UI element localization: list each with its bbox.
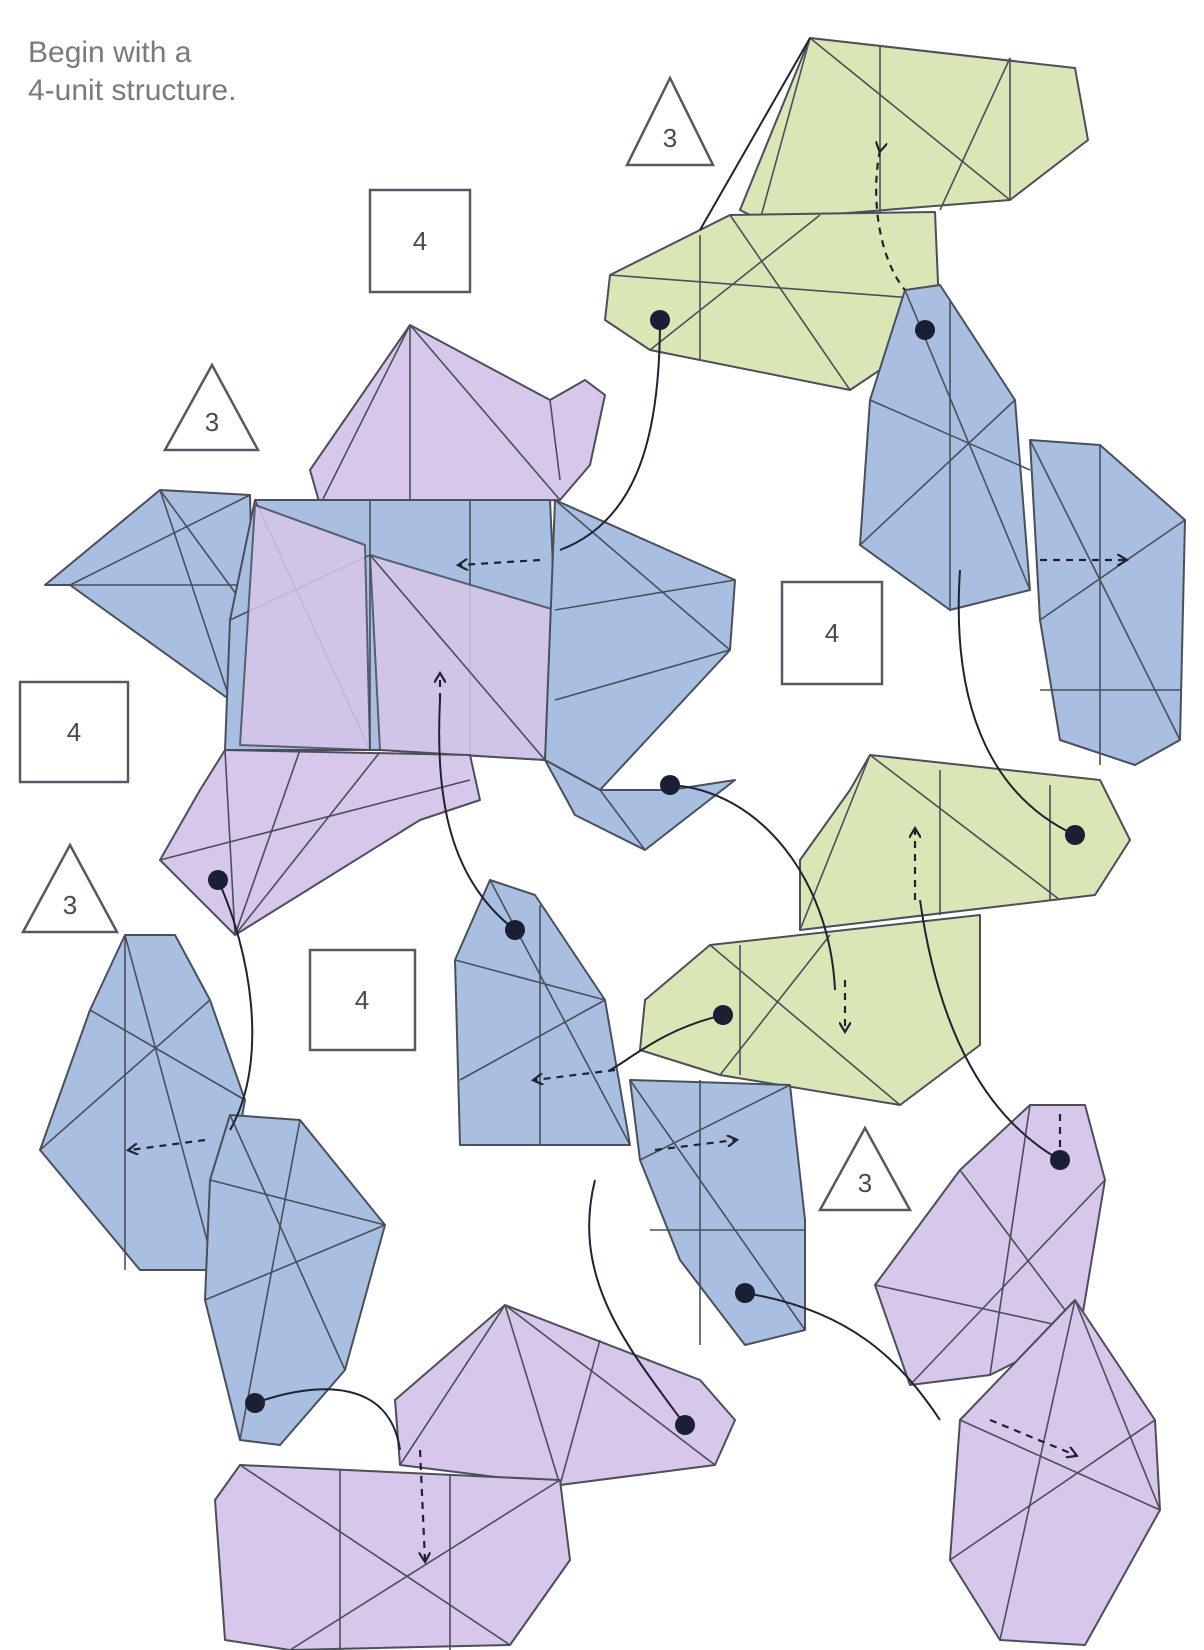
- triangle-marker-3-left: 3: [23, 845, 117, 932]
- triangle-marker-3-right: 3: [820, 1128, 910, 1210]
- blue-unit-center-left: [45, 490, 255, 700]
- green-unit-top-upper: [740, 38, 1088, 220]
- purple-unit-top-center: [310, 325, 605, 505]
- triangle-marker-3-top: 3: [627, 78, 713, 165]
- svg-text:4: 4: [825, 618, 839, 648]
- square-marker-4-right: 4: [782, 582, 882, 684]
- svg-text:4: 4: [413, 226, 427, 256]
- triangle-marker-3-upper-left: 3: [165, 365, 258, 450]
- blue-unit-lower-center-left: [455, 880, 630, 1145]
- green-unit-mid-lower: [640, 915, 980, 1105]
- svg-text:4: 4: [355, 985, 369, 1015]
- svg-text:3: 3: [858, 1168, 872, 1198]
- svg-text:4: 4: [67, 717, 81, 747]
- blue-unit-right-lower: [1030, 440, 1185, 765]
- purple-unit-bottom-left-upper: [395, 1305, 735, 1485]
- square-marker-4-left: 4: [20, 682, 128, 782]
- purple-unit-bottom-left-lower: [215, 1465, 570, 1650]
- svg-text:3: 3: [63, 890, 77, 920]
- blue-unit-lower-center-right: [630, 1080, 805, 1345]
- purple-unit-center-bottom: [160, 750, 480, 935]
- blue-unit-left-lower: [205, 1115, 385, 1445]
- square-marker-4-top: 4: [370, 190, 470, 292]
- svg-text:3: 3: [205, 407, 219, 437]
- square-marker-4-center: 4: [310, 950, 415, 1050]
- svg-text:3: 3: [663, 123, 677, 153]
